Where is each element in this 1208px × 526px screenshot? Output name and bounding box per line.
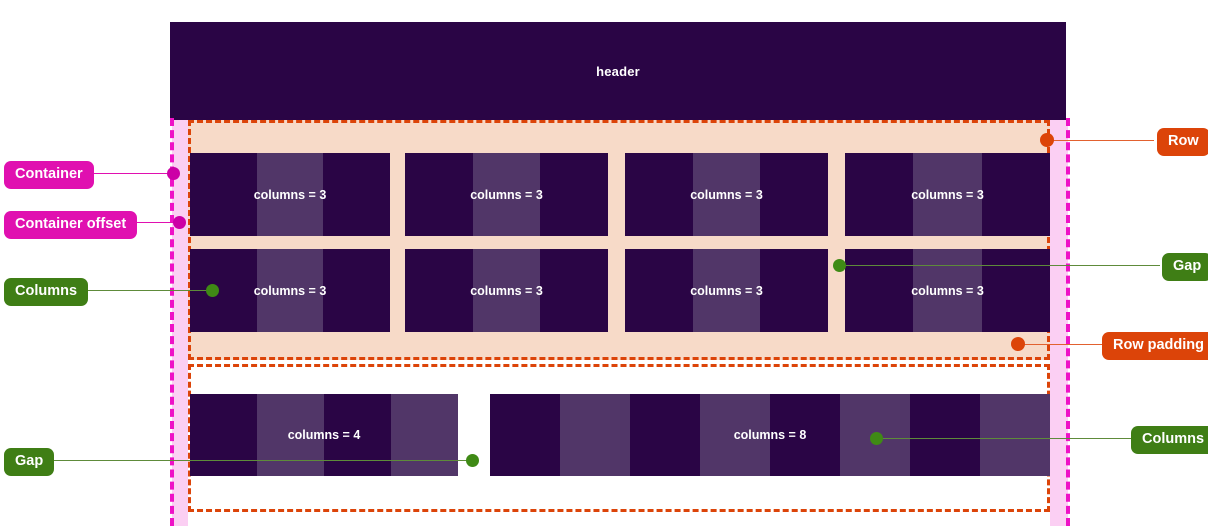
column-stripe bbox=[700, 394, 770, 476]
columns-right-leader-dot bbox=[870, 432, 883, 445]
container-offset-leader-line bbox=[137, 222, 181, 223]
container-outline-right bbox=[1066, 118, 1070, 526]
column-stripe bbox=[692, 153, 761, 236]
annotation-row-padding: Row padding bbox=[1102, 332, 1208, 360]
column-stripe bbox=[323, 153, 390, 236]
column-stripe bbox=[913, 153, 982, 236]
column-stripe bbox=[190, 153, 257, 236]
column-stripe bbox=[770, 394, 840, 476]
header-block: header bbox=[170, 22, 1066, 120]
columns-left-leader-line bbox=[82, 290, 217, 291]
annotation-gap-bottom-left: Gap bbox=[4, 448, 55, 476]
container-leader-dot bbox=[167, 167, 180, 180]
column-block: columns = 3 bbox=[405, 249, 608, 332]
column-stripe bbox=[625, 153, 693, 236]
column-stripe bbox=[625, 249, 693, 332]
gap-right-leader-dot bbox=[833, 259, 846, 272]
column-stripe bbox=[472, 249, 541, 332]
container-offset-leader-dot bbox=[173, 216, 186, 229]
column-stripe bbox=[910, 394, 980, 476]
column-stripe bbox=[760, 249, 828, 332]
column-stripe bbox=[692, 249, 761, 332]
column-block: columns = 8 bbox=[490, 394, 1050, 476]
column-stripe bbox=[845, 153, 914, 236]
column-stripe bbox=[845, 249, 914, 332]
column-block: columns = 3 bbox=[845, 249, 1050, 332]
row-leader-dot bbox=[1040, 133, 1054, 147]
annotation-row: Row bbox=[1157, 128, 1208, 156]
column-stripe bbox=[256, 249, 324, 332]
column-stripe bbox=[190, 394, 257, 476]
annotation-columns-left: Columns bbox=[4, 278, 89, 306]
row-leader-line bbox=[1050, 140, 1154, 141]
column-block: columns = 4 bbox=[190, 394, 458, 476]
header-label: header bbox=[596, 63, 640, 79]
column-stripe bbox=[980, 394, 1050, 476]
column-block: columns = 3 bbox=[625, 153, 828, 236]
column-stripe bbox=[630, 394, 700, 476]
row-padding-leader-dot bbox=[1011, 337, 1025, 351]
annotation-container-offset: Container offset bbox=[4, 211, 138, 239]
annotation-container: Container bbox=[4, 161, 94, 189]
column-stripe bbox=[323, 249, 390, 332]
column-stripe bbox=[540, 153, 608, 236]
column-stripe bbox=[760, 153, 828, 236]
column-stripe bbox=[324, 394, 391, 476]
column-block: columns = 3 bbox=[845, 153, 1050, 236]
gap-right-leader-line bbox=[842, 265, 1160, 266]
column-block: columns = 3 bbox=[625, 249, 828, 332]
column-stripe bbox=[981, 153, 1050, 236]
column-stripe bbox=[391, 394, 458, 476]
column-stripe bbox=[256, 153, 324, 236]
row-padding-leader-line bbox=[1022, 344, 1102, 345]
annotation-gap-right: Gap bbox=[1162, 253, 1208, 281]
columns-right-leader-line bbox=[880, 438, 1132, 439]
column-block: columns = 3 bbox=[405, 153, 608, 236]
column-stripe bbox=[981, 249, 1050, 332]
column-stripe bbox=[405, 249, 473, 332]
container-band-right bbox=[1050, 118, 1068, 526]
column-block: columns = 3 bbox=[190, 153, 390, 236]
container-leader-line bbox=[88, 173, 174, 174]
container-outline-left bbox=[170, 118, 174, 526]
columns-left-leader-dot bbox=[206, 284, 219, 297]
column-stripe bbox=[405, 153, 473, 236]
column-stripe bbox=[490, 394, 560, 476]
column-stripe bbox=[472, 153, 541, 236]
column-stripe bbox=[913, 249, 982, 332]
gap-bottom-left-leader-line bbox=[44, 460, 476, 461]
gap-bottom-left-leader-dot bbox=[466, 454, 479, 467]
column-stripe bbox=[257, 394, 324, 476]
column-block: columns = 3 bbox=[190, 249, 390, 332]
column-stripe bbox=[540, 249, 608, 332]
annotation-columns-right: Columns bbox=[1131, 426, 1208, 454]
column-stripe bbox=[560, 394, 630, 476]
